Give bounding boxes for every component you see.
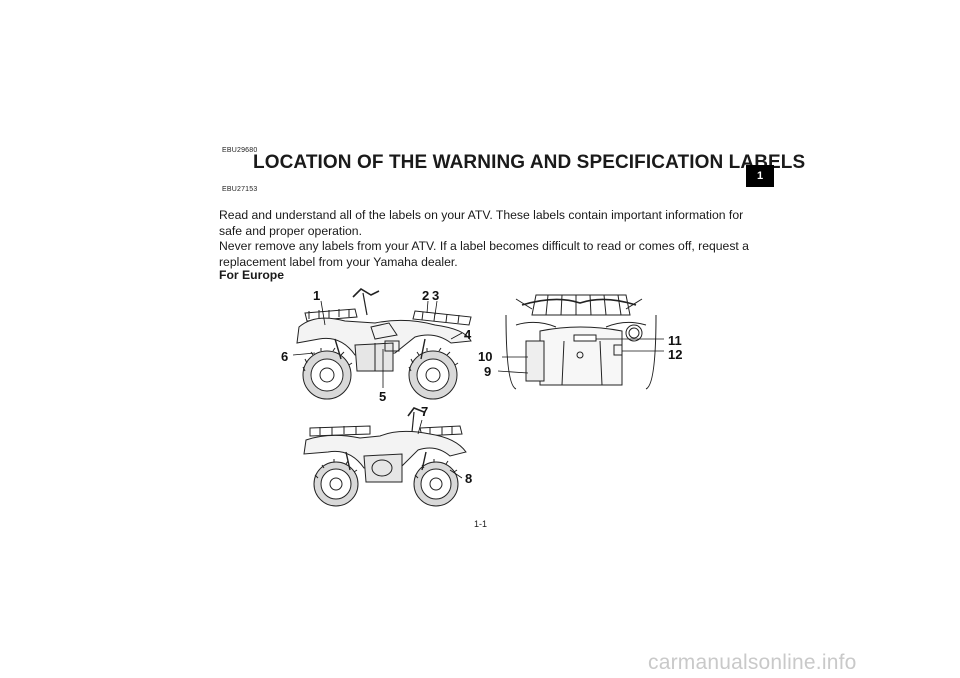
region-subheading: For Europe	[219, 268, 285, 282]
callout-4: 4	[464, 327, 472, 342]
paragraph-1: Read and understand all of the labels on…	[219, 208, 744, 238]
callout-3: 3	[432, 288, 439, 303]
chapter-tab: 1	[746, 165, 774, 187]
page-number: 1-1	[474, 519, 488, 529]
callout-12: 12	[668, 347, 682, 362]
callout-9: 9	[484, 364, 491, 379]
watermark-text: carmanualsonline.info	[648, 651, 857, 674]
callout-11: 11	[668, 333, 682, 348]
page-title: LOCATION OF THE WARNING AND SPECIFICATIO…	[253, 152, 806, 173]
callout-5: 5	[379, 389, 386, 404]
callout-10: 10	[478, 349, 492, 364]
callout-7: 7	[421, 404, 428, 419]
paragraph-2: Never remove any labels from your ATV. I…	[219, 239, 749, 269]
callout-2: 2	[422, 288, 429, 303]
subsection-code: EBU27153	[222, 186, 258, 193]
atv-top-view: 9 10 11 12	[478, 294, 682, 390]
atv-side-view-left: 1 2 3 4 5 6	[281, 287, 472, 404]
section-code: EBU29680	[222, 147, 258, 154]
atv-side-view-right: 7 8	[303, 404, 472, 507]
intro-paragraph: Read and understand all of the labels on…	[219, 208, 749, 270]
callout-6: 6	[281, 349, 288, 364]
callout-8: 8	[465, 471, 472, 486]
callout-1: 1	[313, 288, 320, 303]
